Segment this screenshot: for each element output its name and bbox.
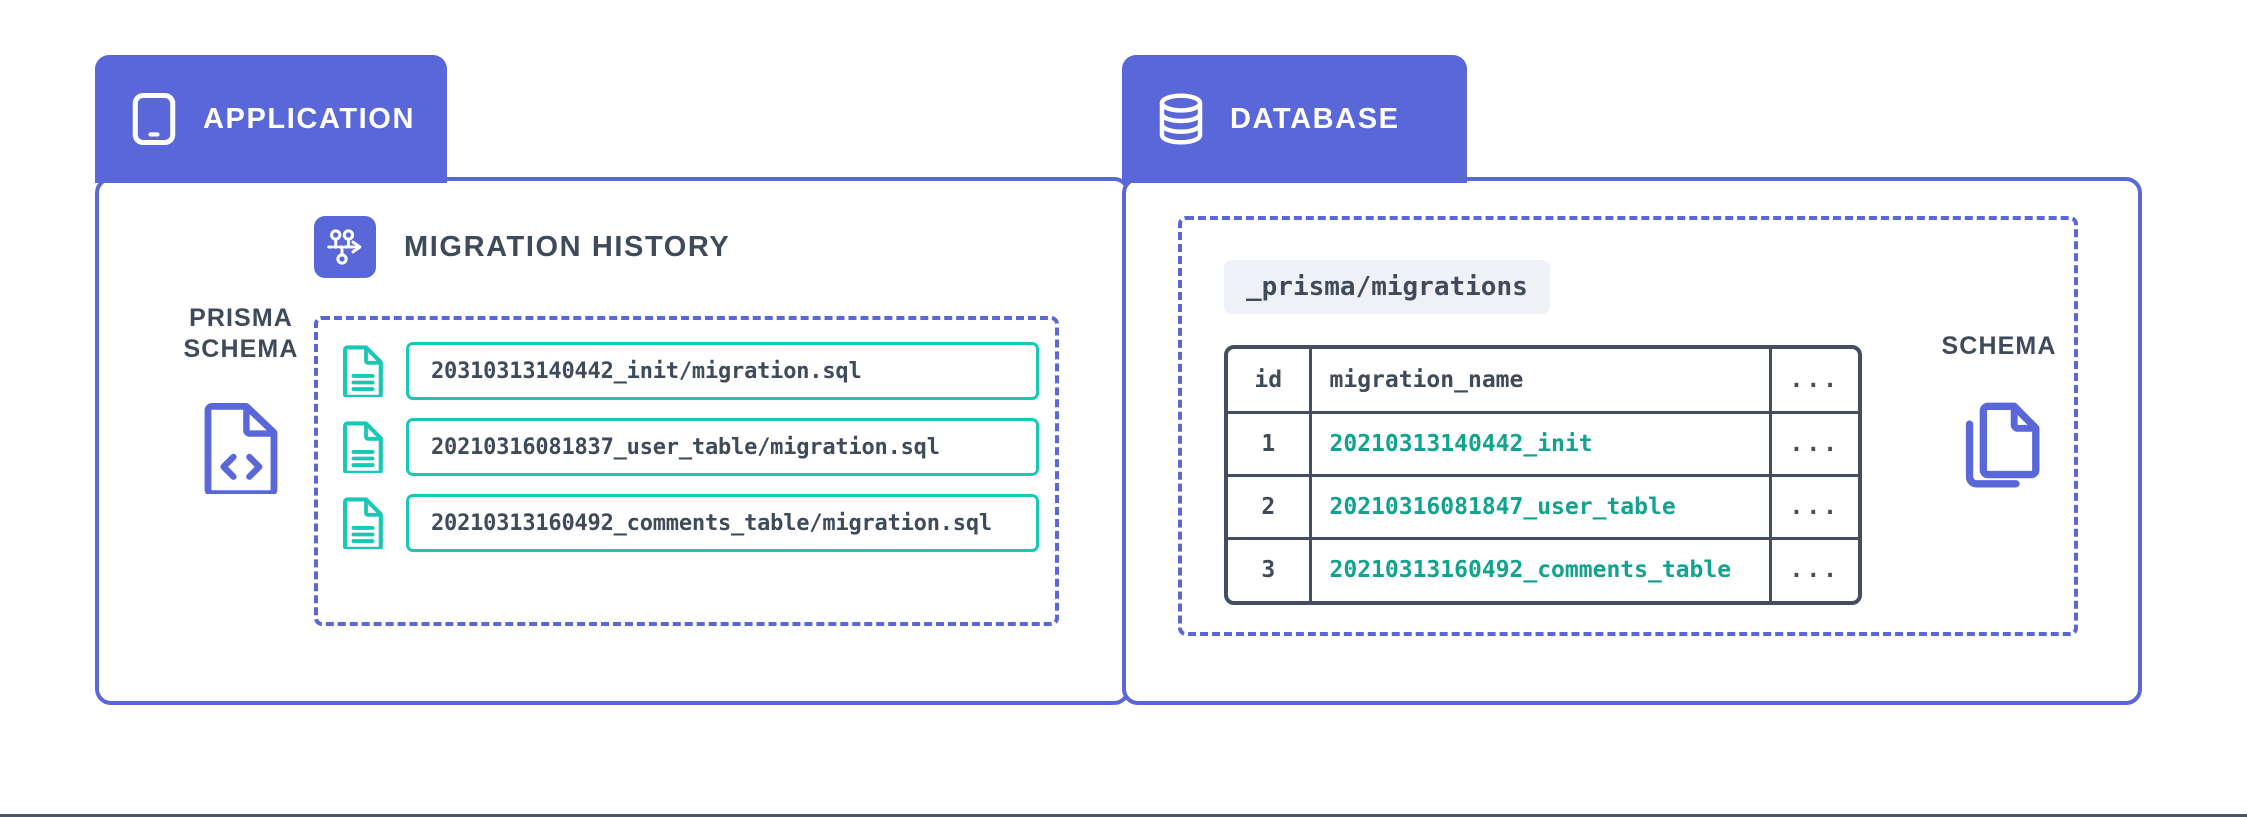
migration-history-title: MIGRATION HISTORY [404,230,731,263]
application-tab-label: APPLICATION [203,102,416,135]
document-lines-icon [343,497,383,549]
document-code-icon [204,402,278,497]
migration-file-chip[interactable]: 20210313160492_comments_table/migration.… [406,494,1039,552]
schema-label: SCHEMA [1941,332,2057,360]
migration-files-container: 20310313140442_init/migration.sql 202103… [314,316,1059,626]
database-cylinder-icon [1159,93,1203,145]
database-tab-label: DATABASE [1230,102,1400,135]
schema-block: SCHEMA [1904,331,2094,495]
list-item[interactable]: 20210313160492_comments_table/migration.… [342,494,1039,552]
mobile-phone-icon [132,92,176,146]
table-cell-id: 2 [1228,473,1312,540]
table-header-migration-name: migration_name [1308,349,1772,414]
database-tab-header: DATABASE [1122,55,1467,183]
database-panel: DATABASE _prisma/migrations id [1122,55,2142,705]
table-row[interactable]: 1 20210313140442_init ... [1228,410,1858,477]
database-panel-body: _prisma/migrations id migration_name [1122,177,2142,705]
migration-file-name: 20210316081837_user_table/migration.sql [431,434,940,460]
prisma-schema-label: PRISMA SCHEMA [183,304,299,364]
table-header-row: id migration_name ... [1228,349,1858,414]
migrations-table: id migration_name ... [1224,345,1862,605]
branching-migration-icon [327,229,362,265]
application-panel-body: PRISMA SCHEMA [95,177,1130,705]
document-lines-icon [343,345,383,397]
bottom-divider [0,814,2247,817]
table-cell-more[interactable]: ... [1768,536,1858,601]
table-header-more: ... [1768,349,1858,414]
table-cell-id: 1 [1228,410,1312,477]
prisma-migrations-tag-text: _prisma/migrations [1246,272,1528,302]
migration-file-name: 20210313160492_comments_table/migration.… [431,510,992,536]
table-cell-migration-name: 20210316081847_user_table [1308,473,1772,540]
table-cell-id: 3 [1228,536,1312,601]
migration-file-chip[interactable]: 20310313140442_init/migration.sql [406,342,1039,400]
table-header-id: id [1228,349,1312,414]
prisma-migrations-tag: _prisma/migrations [1224,260,1550,314]
migration-history-badge [314,216,376,278]
migration-file-chip[interactable]: 20210316081837_user_table/migration.sql [406,418,1039,476]
application-tab-header: APPLICATION [95,55,447,183]
table-cell-more[interactable]: ... [1768,473,1858,540]
migration-file-list: 20310313140442_init/migration.sql 202103… [342,342,1039,552]
table-cell-migration-name: 20210313140442_init [1308,410,1772,477]
table-row[interactable]: 3 20210313160492_comments_table ... [1228,536,1858,601]
list-item[interactable]: 20310313140442_init/migration.sql [342,342,1039,400]
list-item[interactable]: 20210316081837_user_table/migration.sql [342,418,1039,476]
prisma-schema-block: PRISMA SCHEMA [141,303,341,499]
document-lines-icon [343,421,383,473]
table-cell-migration-name: 20210313160492_comments_table [1308,536,1772,601]
migration-file-name: 20310313140442_init/migration.sql [431,358,862,384]
prisma-migrations-container: _prisma/migrations id migration_name [1178,216,2078,636]
migration-history-header: MIGRATION HISTORY [314,216,730,278]
table-cell-more[interactable]: ... [1768,410,1858,477]
copy-documents-icon [1965,402,2040,488]
table-row[interactable]: 2 20210316081847_user_table ... [1228,473,1858,540]
application-panel: APPLICATION PRISMA SCHEMA [95,55,1130,705]
